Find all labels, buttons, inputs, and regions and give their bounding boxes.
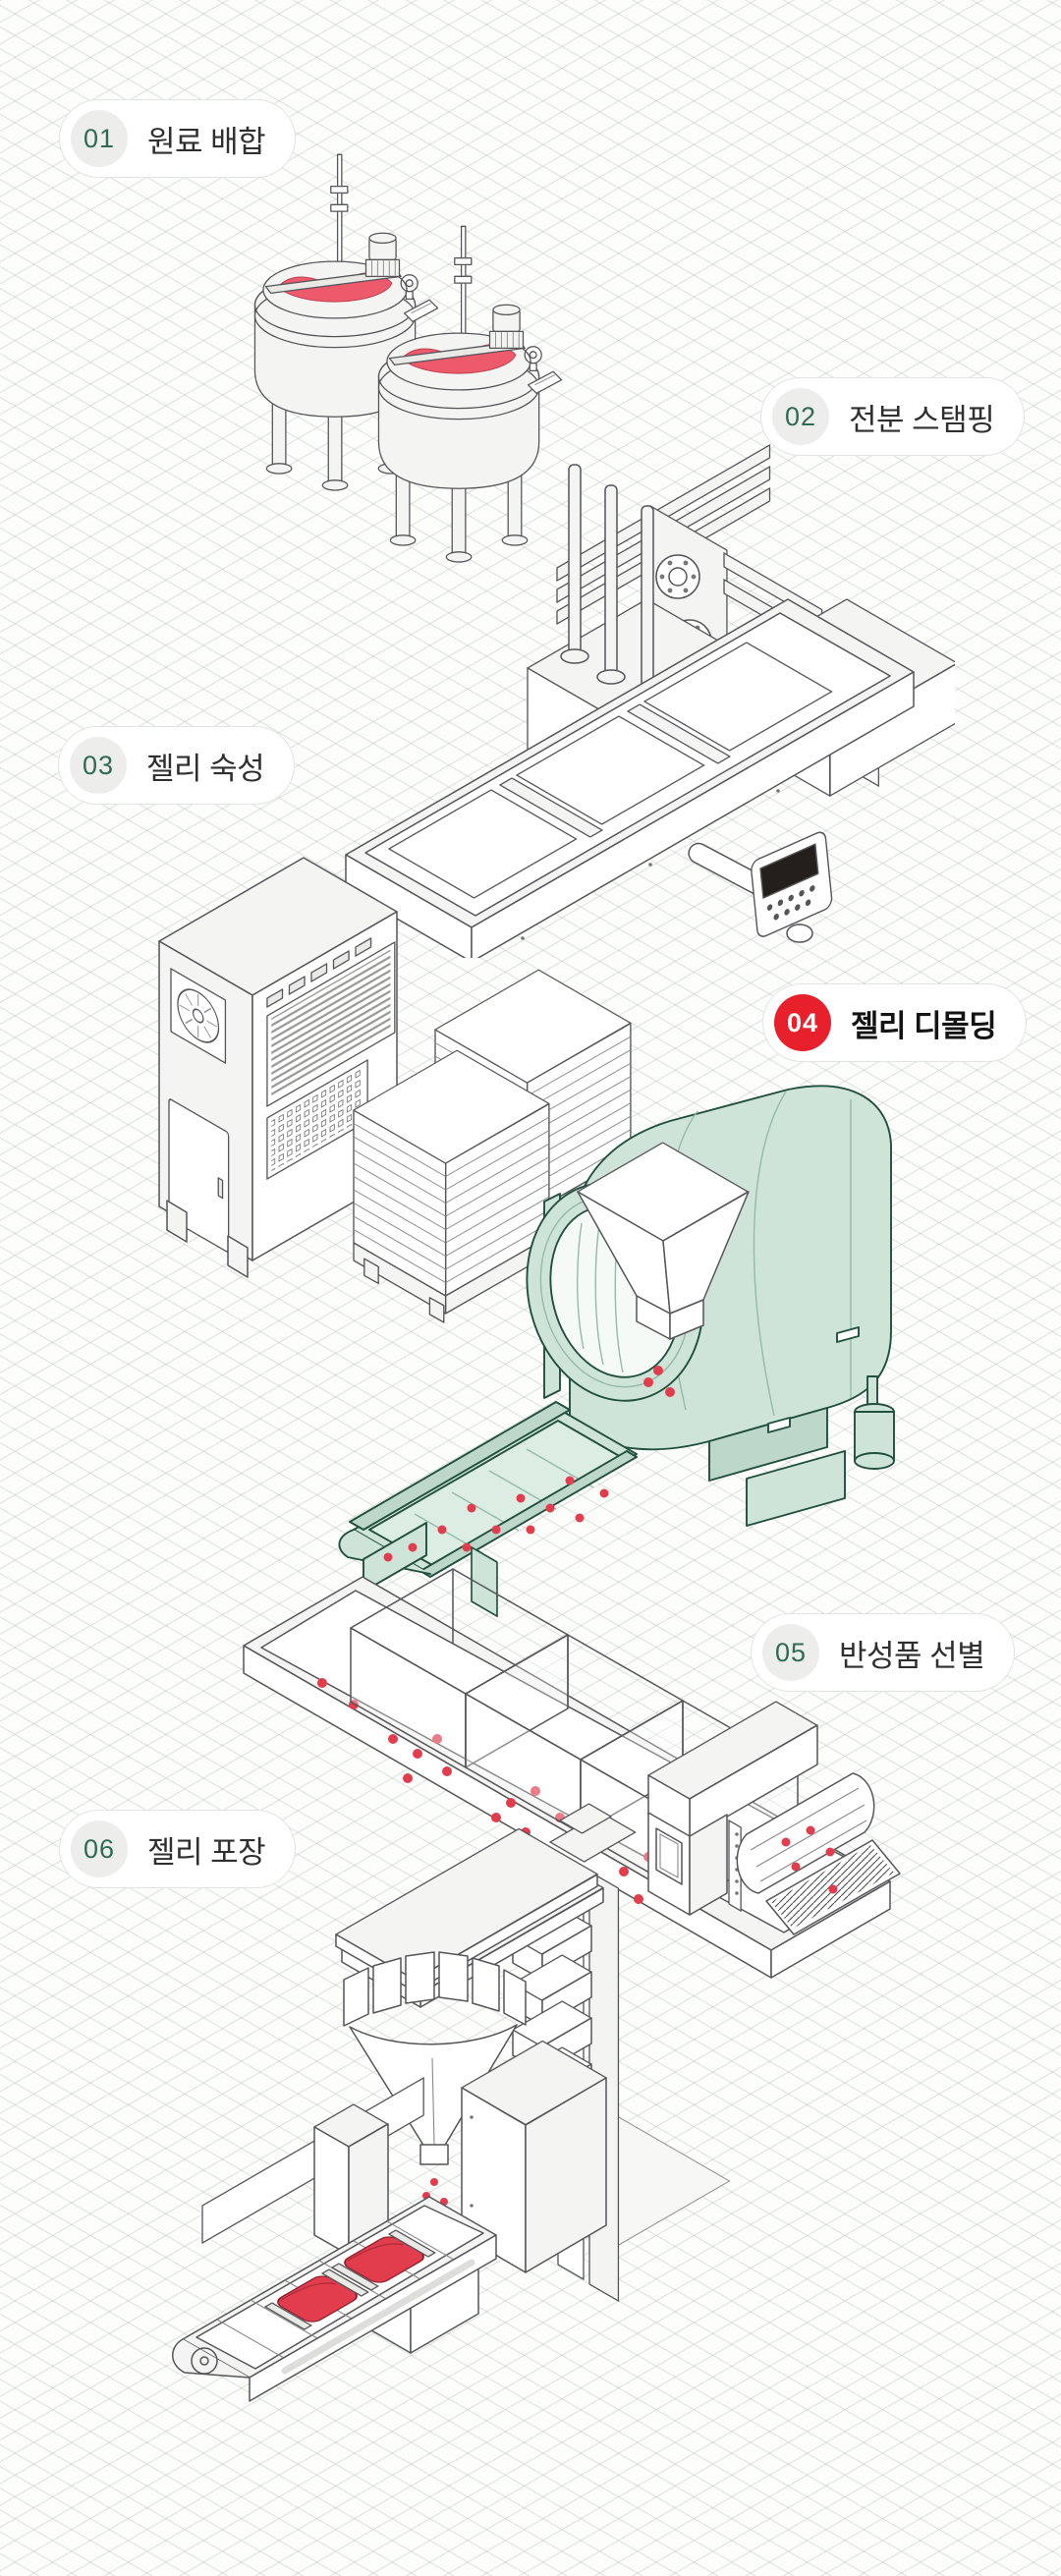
step-number-badge: 06 xyxy=(71,1820,128,1877)
starch-mold-trays xyxy=(388,642,833,899)
step-pill-06: 06 젤리 포장 xyxy=(59,1810,297,1888)
aging-cabinet xyxy=(158,857,398,1278)
discharge-roller xyxy=(736,1772,875,1894)
step-number-badge: 04 xyxy=(774,994,831,1051)
flange-disc xyxy=(655,554,700,599)
illustration-sorting-conveyor xyxy=(243,1568,901,1979)
output-conveyor xyxy=(338,1401,638,1618)
illustration-packaging-machine xyxy=(172,1803,731,2402)
discharge-unit xyxy=(647,1701,901,1935)
step-pill-03: 03 젤리 숙성 xyxy=(58,726,296,805)
press-rods xyxy=(560,464,662,705)
step-label: 원료 배합 xyxy=(147,124,266,159)
step-label: 전분 스탬핑 xyxy=(849,402,995,437)
mesh-chute xyxy=(765,1839,901,1935)
left-pillar xyxy=(313,2103,389,2256)
step-pill-02: 02 전분 스탬핑 xyxy=(760,377,1026,456)
step-label: 젤리 디몰딩 xyxy=(851,1008,997,1043)
step-number-badge: 05 xyxy=(762,1624,819,1681)
packaging-conveyor xyxy=(172,2196,497,2402)
illustration-starch-stamping-machine xyxy=(345,444,955,958)
step-number-badge: 03 xyxy=(70,737,127,794)
step-pill-01: 01 원료 배합 xyxy=(59,99,297,178)
vent-grilles xyxy=(266,937,396,1180)
step-label: 젤리 숙성 xyxy=(146,751,265,786)
demolding-hopper xyxy=(577,1142,750,1397)
illustration-demolding-machine xyxy=(338,1085,895,1618)
step-label: 반성품 선별 xyxy=(839,1638,985,1673)
control-pendant xyxy=(688,831,833,943)
illustration-aging-room xyxy=(158,857,632,1323)
step-label: 젤리 포장 xyxy=(147,1834,266,1870)
step-number-badge: 02 xyxy=(772,388,829,445)
step-pill-05: 05 반성품 선별 xyxy=(751,1613,1016,1692)
jelly-pieces xyxy=(383,1476,609,1562)
step-pill-04: 04 젤리 디몰딩 xyxy=(762,983,1028,1062)
fan-icon xyxy=(170,968,227,1064)
step-number-badge: 01 xyxy=(71,110,128,167)
